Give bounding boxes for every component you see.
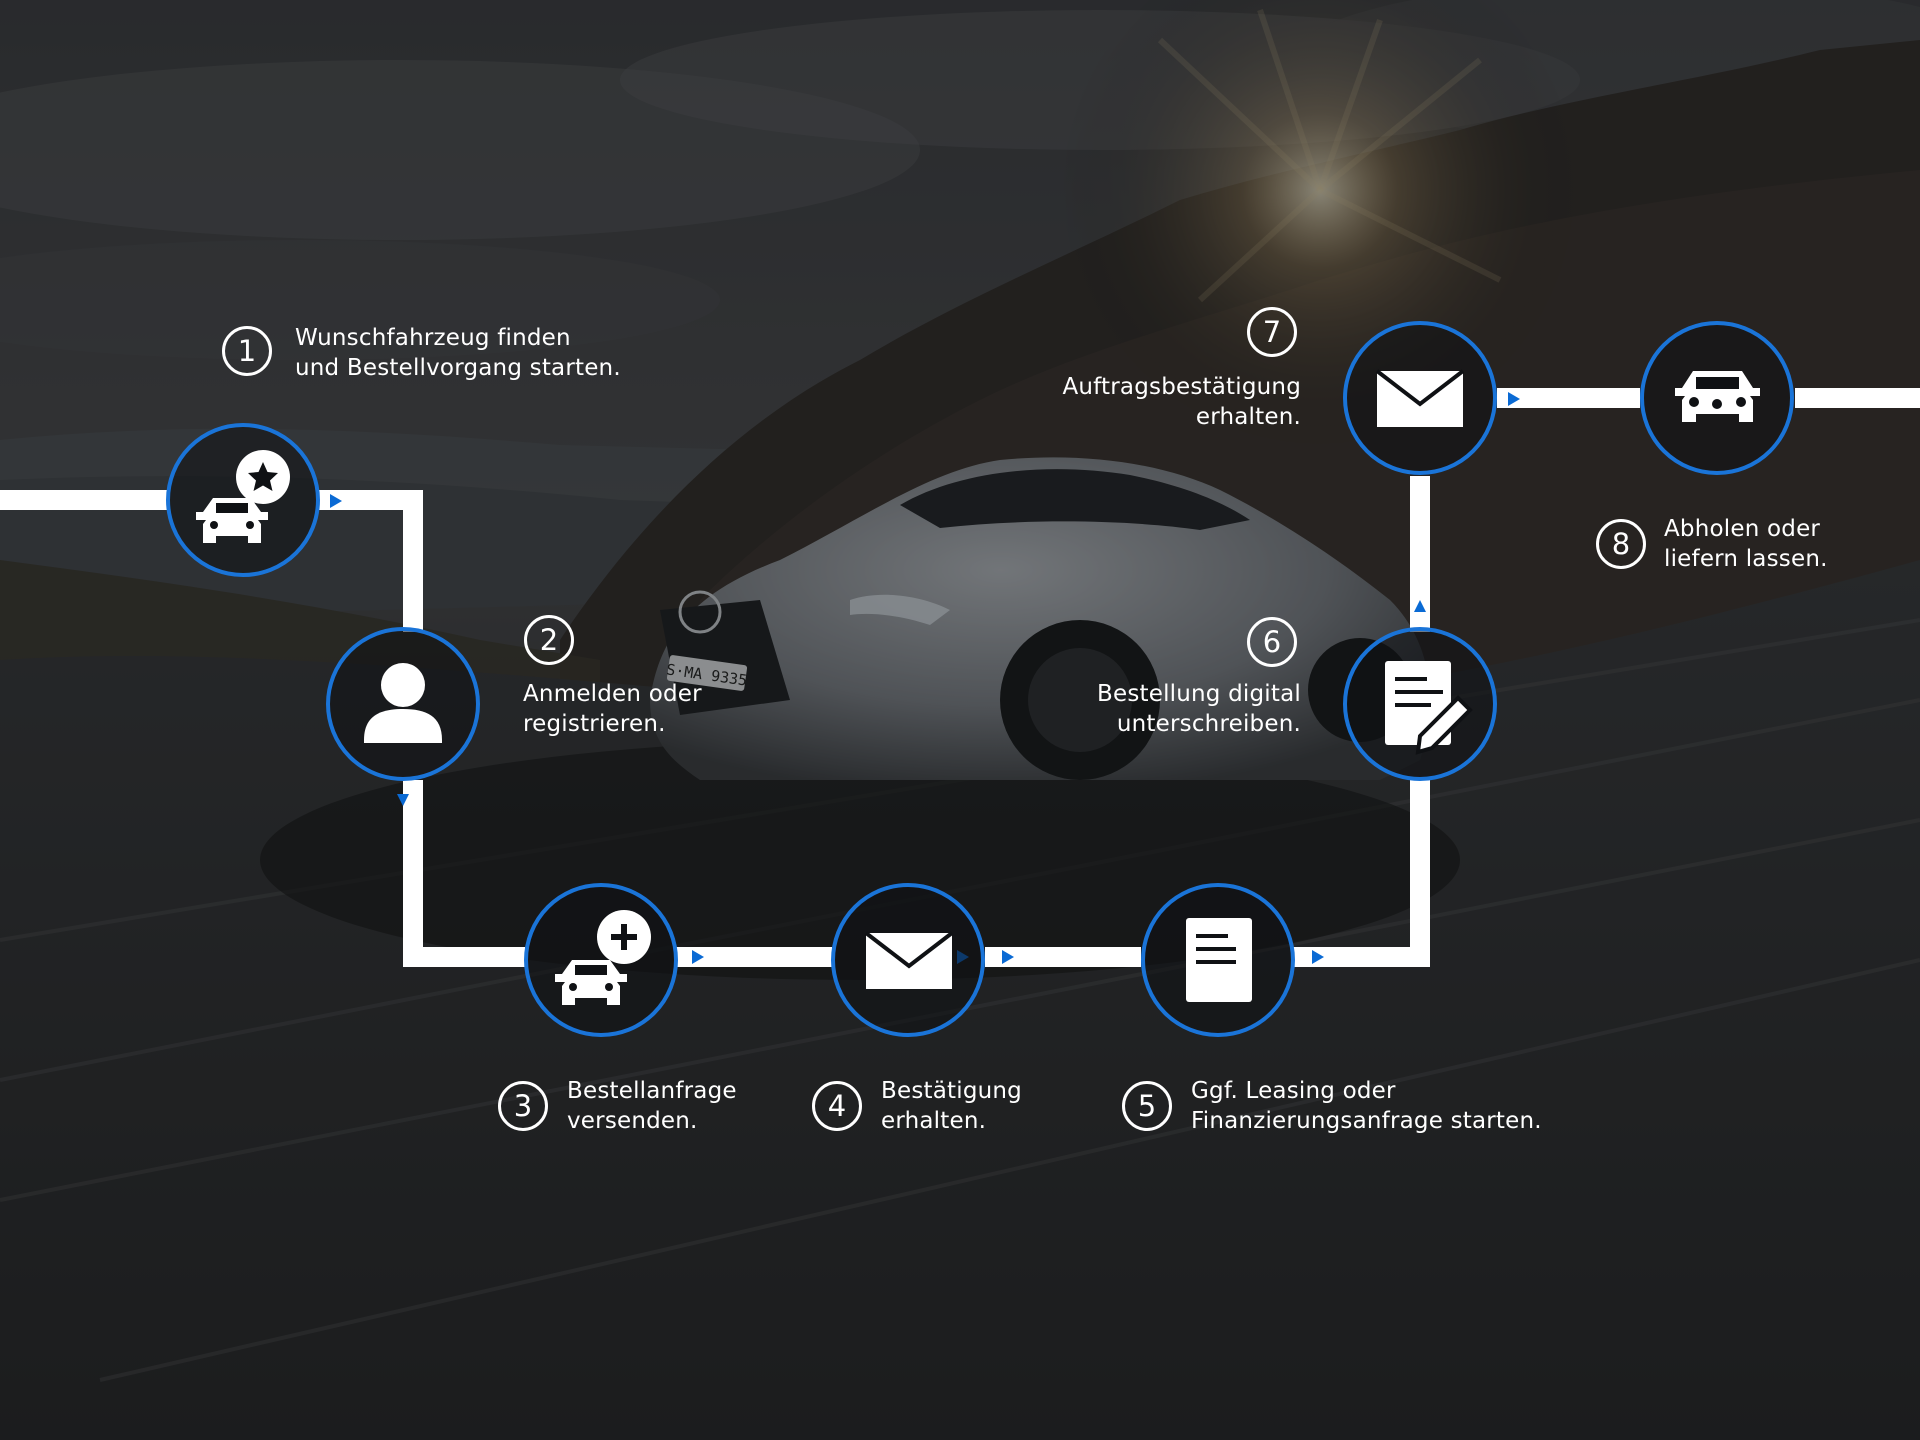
step-label-7: Auftragsbestätigung erhalten. — [1062, 372, 1301, 432]
step-node-7 — [1343, 321, 1497, 475]
step-number-8: 8 — [1596, 519, 1646, 569]
flow-arrows — [330, 392, 1520, 964]
step-node-3 — [524, 883, 678, 1037]
sports-car-image: S·MA 9335 — [650, 457, 1430, 780]
car-plus-icon — [555, 910, 651, 1005]
step-label-2-line2: registrieren. — [523, 711, 666, 737]
step-label-1-line1: Wunschfahrzeug finden — [295, 325, 571, 351]
step-number-6: 6 — [1247, 617, 1297, 667]
arrow-right-icon — [1002, 950, 1014, 964]
step-node-1 — [166, 423, 320, 577]
envelope-icon — [864, 931, 954, 989]
step-label-3: Bestellanfrage versenden. — [567, 1076, 737, 1136]
document-sign-icon — [1385, 661, 1473, 755]
step-number-5: 5 — [1122, 1081, 1172, 1131]
step-label-2-line1: Anmelden oder — [523, 681, 702, 707]
step-label-8: Abholen oder liefern lassen. — [1664, 514, 1828, 574]
step-number-7: 7 — [1247, 307, 1297, 357]
step-label-5-line1: Ggf. Leasing oder — [1191, 1078, 1396, 1104]
step-number-2: 2 — [524, 615, 574, 665]
step-label-1: Wunschfahrzeug finden und Bestellvorgang… — [295, 323, 621, 383]
step-label-5-line2: Finanzierungsanfrage starten. — [1191, 1108, 1542, 1134]
step-label-3-line1: Bestellanfrage — [567, 1078, 737, 1104]
step-label-3-line2: versenden. — [567, 1108, 698, 1134]
arrow-right-icon — [1508, 392, 1520, 406]
step-node-5 — [1141, 883, 1295, 1037]
envelope-icon — [1375, 369, 1465, 427]
arrow-right-icon — [1312, 950, 1324, 964]
step-node-8 — [1640, 321, 1794, 475]
arrow-right-icon — [330, 494, 342, 508]
step-label-1-line2: und Bestellvorgang starten. — [295, 355, 621, 381]
flow-connector — [0, 388, 1920, 967]
step-number-1: 1 — [222, 326, 272, 376]
step-label-6-line1: Bestellung digital — [1096, 681, 1301, 707]
step-node-6 — [1343, 627, 1497, 781]
step-label-6: Bestellung digital unterschreiben. — [1097, 679, 1301, 739]
step-node-2 — [326, 627, 480, 781]
step-number-4: 4 — [812, 1081, 862, 1131]
document-icon — [1186, 918, 1252, 1002]
user-icon — [364, 663, 442, 743]
step-label-5: Ggf. Leasing oder Finanzierungsanfrage s… — [1191, 1076, 1542, 1136]
step-label-7-line1: Auftragsbestätigung — [1062, 374, 1301, 400]
car-icon — [1675, 371, 1760, 422]
step-label-4-line1: Bestätigung — [881, 1078, 1022, 1104]
step-label-8-line1: Abholen oder — [1664, 516, 1821, 542]
step-node-4 — [831, 883, 985, 1037]
step-label-7-line2: erhalten. — [1195, 404, 1301, 430]
car-star-icon — [196, 450, 290, 543]
arrow-down-icon — [397, 794, 409, 806]
step-label-2: Anmelden oder registrieren. — [523, 679, 702, 739]
step-label-8-line2: liefern lassen. — [1664, 546, 1828, 572]
arrow-right-icon — [692, 950, 704, 964]
step-label-6-line2: unterschreiben. — [1116, 711, 1301, 737]
arrow-up-icon — [1414, 600, 1426, 612]
step-label-4-line2: erhalten. — [881, 1108, 987, 1134]
step-label-4: Bestätigung erhalten. — [881, 1076, 1022, 1136]
step-number-3: 3 — [498, 1081, 548, 1131]
